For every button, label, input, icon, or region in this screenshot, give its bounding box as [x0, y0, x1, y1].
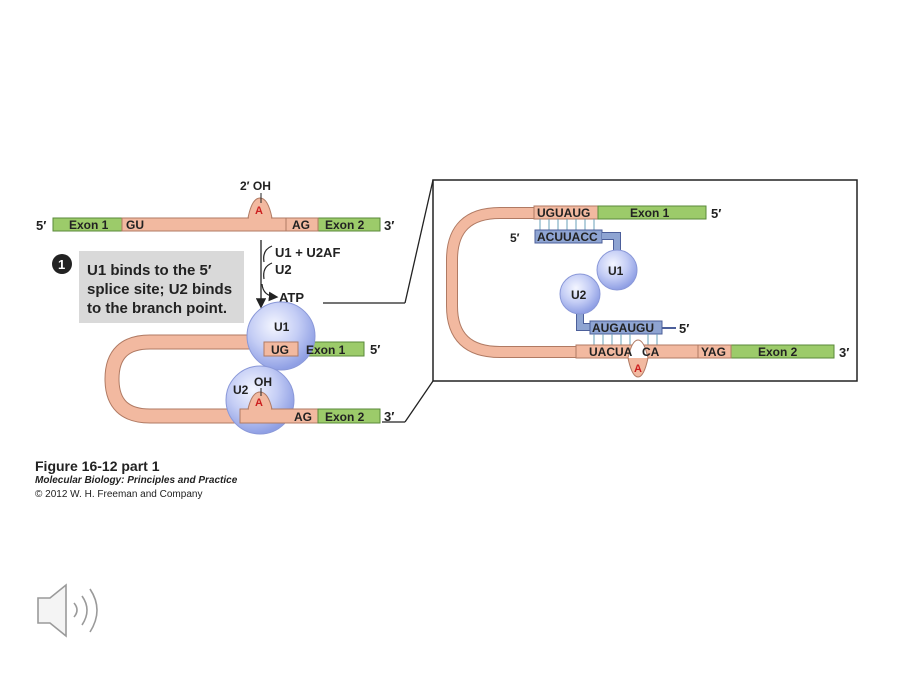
u1-label-loop: U1: [274, 320, 290, 334]
zoom-yag-text: YAG: [701, 345, 726, 359]
u2-label-loop: U2: [233, 383, 249, 397]
u2-factor-label: U2: [275, 262, 292, 277]
ag-label-loop: AG: [294, 410, 312, 424]
exon1-label-loop: Exon 1: [306, 343, 346, 357]
loop-complex: U1 UG Exon 1 5′ U2 OH A AG Exon 2 3′: [104, 301, 394, 435]
ag-label-top: AG: [292, 218, 310, 232]
step-number-badge: [52, 254, 72, 274]
label-5prime-loop: 5′: [370, 342, 380, 357]
branch-a-loop: A: [255, 397, 263, 409]
zoom-exon1-label: Exon 1: [630, 206, 670, 220]
zoom-u1-label: U1: [608, 264, 624, 278]
zoom-u1-snrnp: [596, 249, 638, 291]
label-5prime-top: 5′: [36, 218, 46, 233]
factors-label: U1 + U2AF: [275, 245, 340, 260]
step-text-line-3: to the branch point.: [87, 300, 227, 317]
oh-label-loop: OH: [254, 375, 272, 389]
exon2-label-top: Exon 2: [325, 218, 365, 232]
ug-label-loop: UG: [271, 343, 289, 357]
zoom-5prime-u1: 5′: [510, 231, 520, 245]
zoom-u2-label: U2: [571, 288, 587, 302]
zoom-u1-seq: ACUUACC: [537, 230, 598, 244]
caption-subtitle: Molecular Biology: Principles and Practi…: [35, 475, 238, 486]
zoom-exon2-label: Exon 2: [758, 345, 798, 359]
zoom-intron-loop: [447, 208, 578, 357]
exon2-box-loop: [317, 408, 381, 424]
label-3prime-loop: 3′: [384, 409, 394, 424]
zoom-5prime-top: 5′: [711, 206, 721, 221]
zoom-u2-snrnp: [559, 273, 601, 315]
zoom-branch-left: UACUA: [589, 345, 633, 359]
step-text-line-2: splice site; U2 binds: [87, 281, 232, 298]
caption-title: Figure 16-12 part 1: [35, 458, 160, 474]
zoom-branch-a: A: [634, 363, 642, 375]
zoom-branch-bulge: [627, 357, 649, 378]
zoom-branch-right: CA: [642, 345, 660, 359]
two-prime-oh-label: 2′ OH: [240, 179, 271, 193]
gu-label-top: GU: [126, 218, 144, 232]
zoom-panel: UGUAUG Exon 1 5′ 5′ ACUUACC U1 U2 AUGAUG…: [432, 179, 858, 382]
reaction-arrow: U1 + U2AF U2 ATP: [255, 240, 340, 309]
zoom-exon1-box: [597, 205, 707, 220]
pre-mrna-top: 5′ Exon 1 GU AG Exon 2 3′ A 2′ OH: [36, 179, 394, 233]
step-number: 1: [58, 257, 65, 272]
zoom-5prime-u2: 5′: [679, 321, 689, 336]
zoom-top-seq: UGUAUG: [537, 206, 590, 220]
exon2-label-loop: Exon 2: [325, 410, 365, 424]
step-box: [79, 251, 244, 323]
branch-a-top: A: [255, 205, 263, 217]
caption-copyright: © 2012 W. H. Freeman and Company: [35, 489, 203, 500]
exon1-label-top: Exon 1: [69, 218, 109, 232]
figure-caption: Figure 16-12 part 1 Molecular Biology: P…: [35, 458, 237, 501]
zoom-3prime: 3′: [839, 345, 849, 360]
atp-label: ATP: [279, 290, 304, 305]
zoom-u2-seq: AUGAUGU: [592, 321, 654, 335]
label-3prime-top: 3′: [384, 218, 394, 233]
branch-bump-top: [247, 197, 273, 219]
u1-snrnp-loop: [246, 301, 316, 371]
speaker-icon[interactable]: [37, 583, 98, 638]
step-text-line-1: U1 binds to the 5′: [87, 262, 212, 279]
step-callout: 1 U1 binds to the 5′ splice site; U2 bin…: [52, 251, 244, 323]
